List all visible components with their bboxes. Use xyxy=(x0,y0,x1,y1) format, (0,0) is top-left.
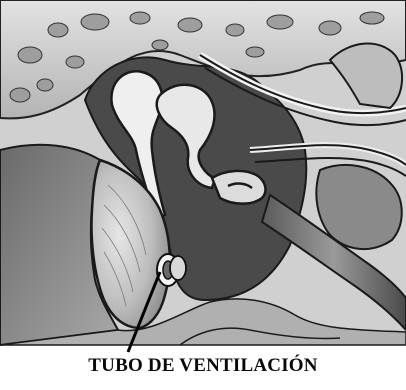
caption-ventilation-tube: TUBO DE VENTILACIÓN xyxy=(0,355,406,377)
stapes xyxy=(212,171,265,204)
